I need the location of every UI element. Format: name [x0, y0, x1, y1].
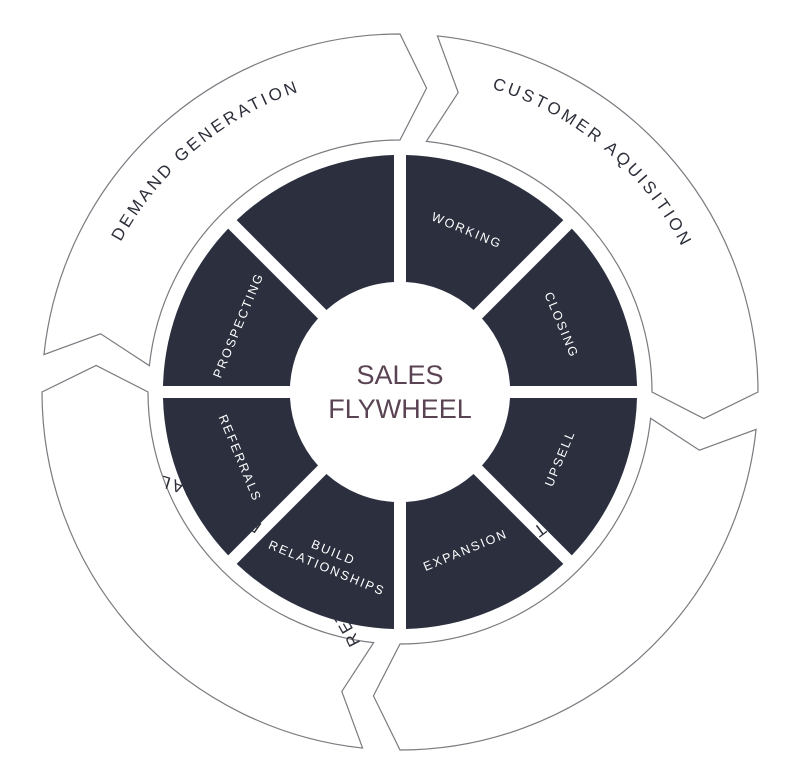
inner-stage-segment	[406, 155, 564, 310]
center-title-line2: FLYWHEEL	[328, 394, 472, 424]
outer-stage-arrow	[425, 35, 759, 420]
inner-stage-segment	[482, 398, 637, 556]
outer-stage-arrow	[41, 364, 375, 749]
inner-stage-segment	[163, 228, 318, 386]
inner-stage-segment	[236, 474, 394, 629]
inner-stage-segment	[236, 155, 394, 310]
inner-stage-segment	[482, 228, 637, 386]
inner-stage-segment	[406, 474, 564, 629]
outer-stage-arrow	[43, 33, 428, 367]
inner-stage-segment	[163, 398, 318, 556]
outer-stage-arrow	[372, 417, 757, 751]
flywheel-center: SALES FLYWHEEL	[328, 360, 472, 424]
center-title-line1: SALES	[356, 360, 443, 390]
inner-ring: PROSPECTINGQUALIFYINGWORKINGCLOSINGUPSEL…	[163, 155, 637, 629]
